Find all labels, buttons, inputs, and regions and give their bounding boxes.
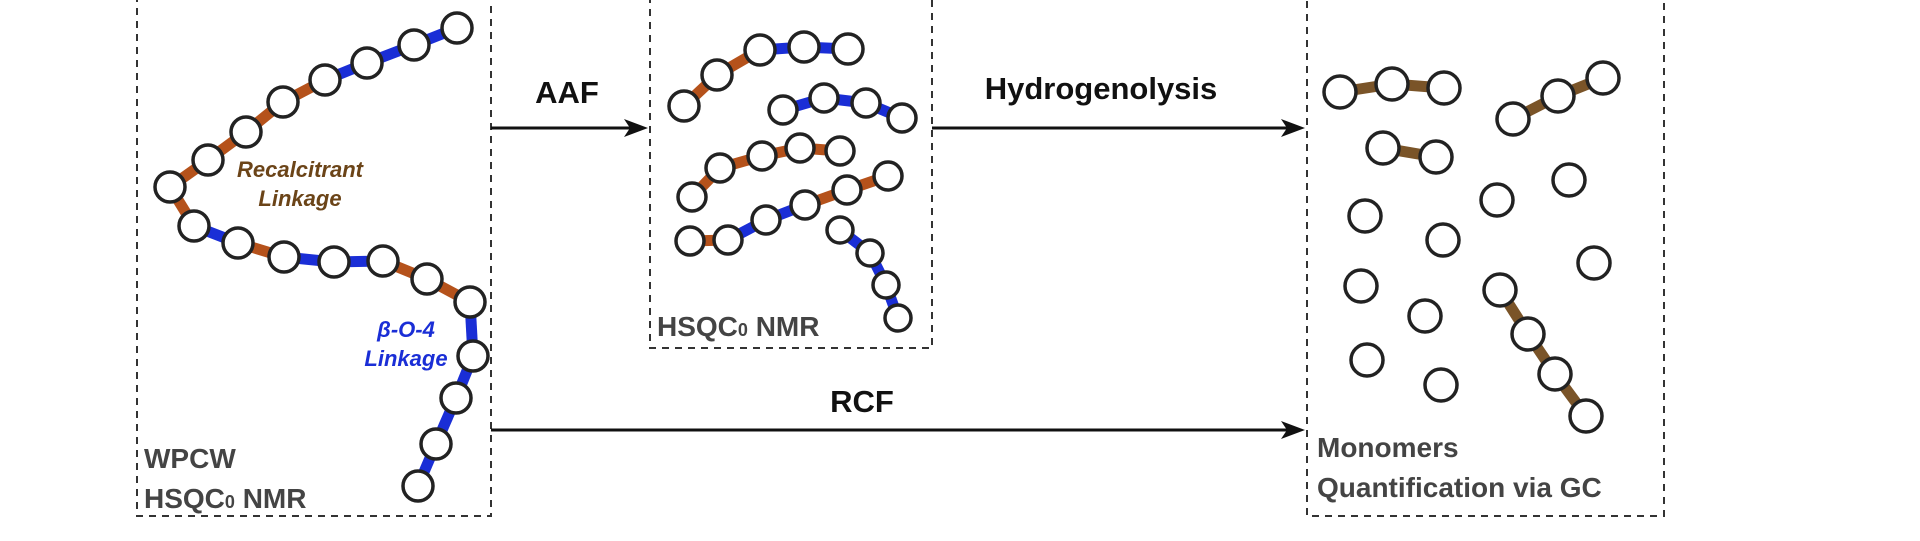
wpcw-nmr-label: HSQC0 NMR xyxy=(144,483,306,514)
aaf-label: AAF xyxy=(535,75,599,110)
rcf-arrow xyxy=(491,421,1305,439)
hydrogenolysis-label: Hydrogenolysis xyxy=(985,71,1218,106)
aaf-fragments xyxy=(667,30,918,333)
hydrogenolysis-arrow xyxy=(932,119,1305,137)
monomers-and-dimers xyxy=(1322,60,1621,434)
middle-nmr-label: HSQC0 NMR xyxy=(657,311,819,342)
monomers-box xyxy=(1306,0,1665,517)
aaf-product-box xyxy=(649,0,933,349)
beta-o-4-label-line2: Linkage xyxy=(364,346,447,371)
wpcw-box xyxy=(136,0,492,517)
recalcitrant-label-line1: Recalcitrant xyxy=(237,157,365,182)
wpcw-label: WPCW xyxy=(144,443,236,474)
rcf-label: RCF xyxy=(830,384,894,419)
beta-o-4-label-line1: β-O-4 xyxy=(376,317,435,342)
aaf-arrow xyxy=(491,119,648,137)
recalcitrant-label-line2: Linkage xyxy=(258,186,341,211)
monomers-label: Monomers xyxy=(1317,432,1459,463)
wpcw-polymer-chain xyxy=(153,11,490,503)
quantification-label: Quantification via GC xyxy=(1317,472,1602,503)
